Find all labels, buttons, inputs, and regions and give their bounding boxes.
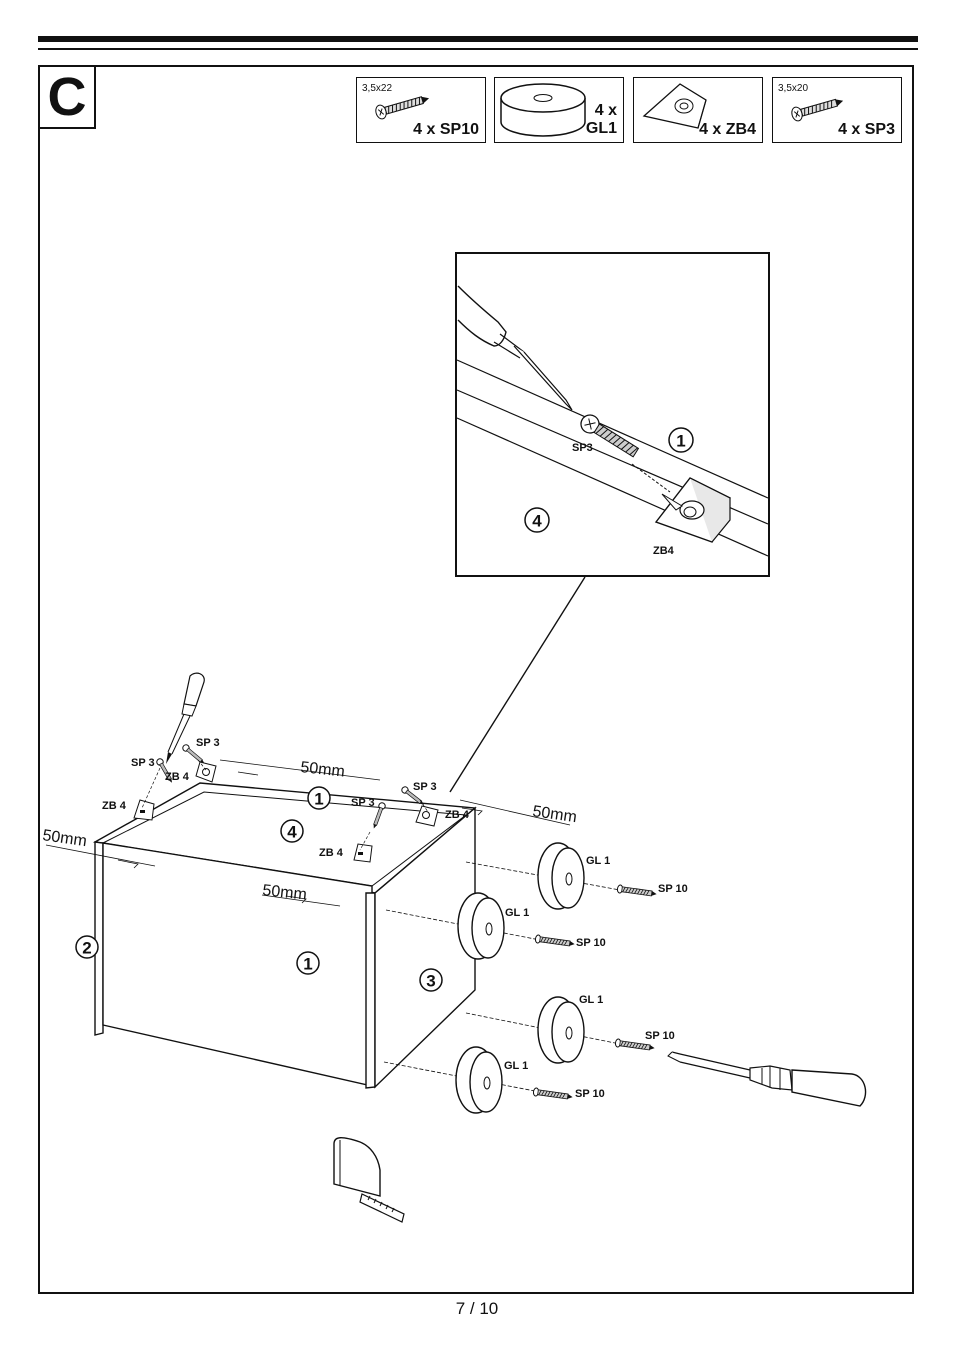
corner-bracket-icon [195,761,217,783]
panel-number-text: 1 [303,955,312,974]
panel-number-1-top: 1 [307,786,331,810]
step-letter: C [40,67,96,129]
page-number: 7 / 10 [455,1299,499,1318]
glide-pad-icon [500,83,586,137]
bracket-label: ZB 4 [319,847,344,859]
part-quantity: 4 x SP10 [413,121,479,138]
glide-label: GL 1 [579,994,603,1006]
panel-number-2: 2 [75,935,99,959]
corner-bracket-icon [642,83,707,129]
part-zb4: 4 x ZB4 [633,77,763,143]
part-size-label: 3,5x20 [778,83,809,94]
panel-number-text: 2 [82,939,91,958]
glide-pads [383,842,621,1114]
glide-label: GL 1 [586,855,610,867]
header-rule-thick [38,36,918,42]
panel-number-4: 4 [280,819,304,843]
screw-icon [791,98,844,122]
foot-screw-label: SP 10 [658,883,688,895]
glide-pad-icon [383,1046,541,1114]
panel-number-text: 3 [426,972,435,991]
part-qty-line2: GL1 [585,120,617,137]
step-frame [38,65,914,1294]
part-sp10: 3,5x22 4 x SP10 [356,77,486,143]
detail-panel-number-text: 4 [532,512,542,531]
screw-icon [534,934,576,949]
distance-label: 50mm [531,803,577,826]
screwdriver-icon [166,672,205,764]
distance-label: 50mm [262,882,308,904]
glide-pad-icon [385,892,541,960]
bracket-label: ZB 4 [165,771,190,783]
detail-screw-label: SP3 [572,442,593,454]
distance-label: 50mm [300,759,346,781]
part-qty-line1: 4 x [594,102,617,119]
screw-icon [616,884,658,899]
panel-number-text: 1 [314,790,323,809]
screw-label: SP 3 [413,781,437,793]
screwdriver-icon [667,1051,867,1107]
part-quantity: 4 x ZB4 [699,121,756,138]
screw-icon [532,1087,574,1102]
detail-panel-number-1: 1 [668,427,694,453]
part-quantity: 4 x GL1 [586,102,617,138]
part-size-label: 3,5x22 [362,83,393,94]
panel-number-1-front: 1 [296,951,320,975]
detail-inset: SP3 ZB4 1 4 [455,252,770,577]
corner-bracket-icon [415,805,439,827]
detail-bracket-label: ZB4 [653,545,675,557]
screw-guide-lines [141,759,429,851]
detail-panel-number-text: 1 [676,432,685,451]
part-gl1: 4 x GL1 [494,77,624,143]
screw-label: SP 3 [196,737,220,749]
glide-pad-icon [465,996,621,1064]
header-rule-thin [38,48,918,50]
screw-icon [580,414,640,458]
screw-icon [375,96,430,120]
foot-screws [532,884,658,1102]
panel-number-3: 3 [419,968,443,992]
corner-brackets [133,761,439,863]
screw-label: SP 3 [351,797,375,809]
panel-number-text: 4 [287,823,297,842]
glide-pad-icon [465,842,621,910]
dimension-lines [45,759,571,907]
screwdriver-icon [457,285,573,411]
corner-bracket-icon [654,477,731,543]
detail-panel-number-4: 4 [524,507,550,533]
corner-bracket-icon [353,843,373,863]
bracket-label: ZB 4 [102,800,127,812]
screw-label: SP 3 [131,757,155,769]
foot-screw-label: SP 10 [575,1088,605,1100]
glide-label: GL 1 [505,907,529,919]
detail-leader-line [449,576,586,793]
corner-bracket-icon [133,799,155,821]
tape-measure-icon [333,1137,405,1223]
foot-screw-label: SP 10 [645,1030,675,1042]
glide-label: GL 1 [504,1060,528,1072]
foot-screw-label: SP 10 [576,937,606,949]
distance-label: 50mm [41,827,87,850]
part-sp3: 3,5x20 4 x SP3 [772,77,902,143]
part-quantity: 4 x SP3 [838,121,895,138]
bracket-label: ZB 4 [445,809,470,821]
